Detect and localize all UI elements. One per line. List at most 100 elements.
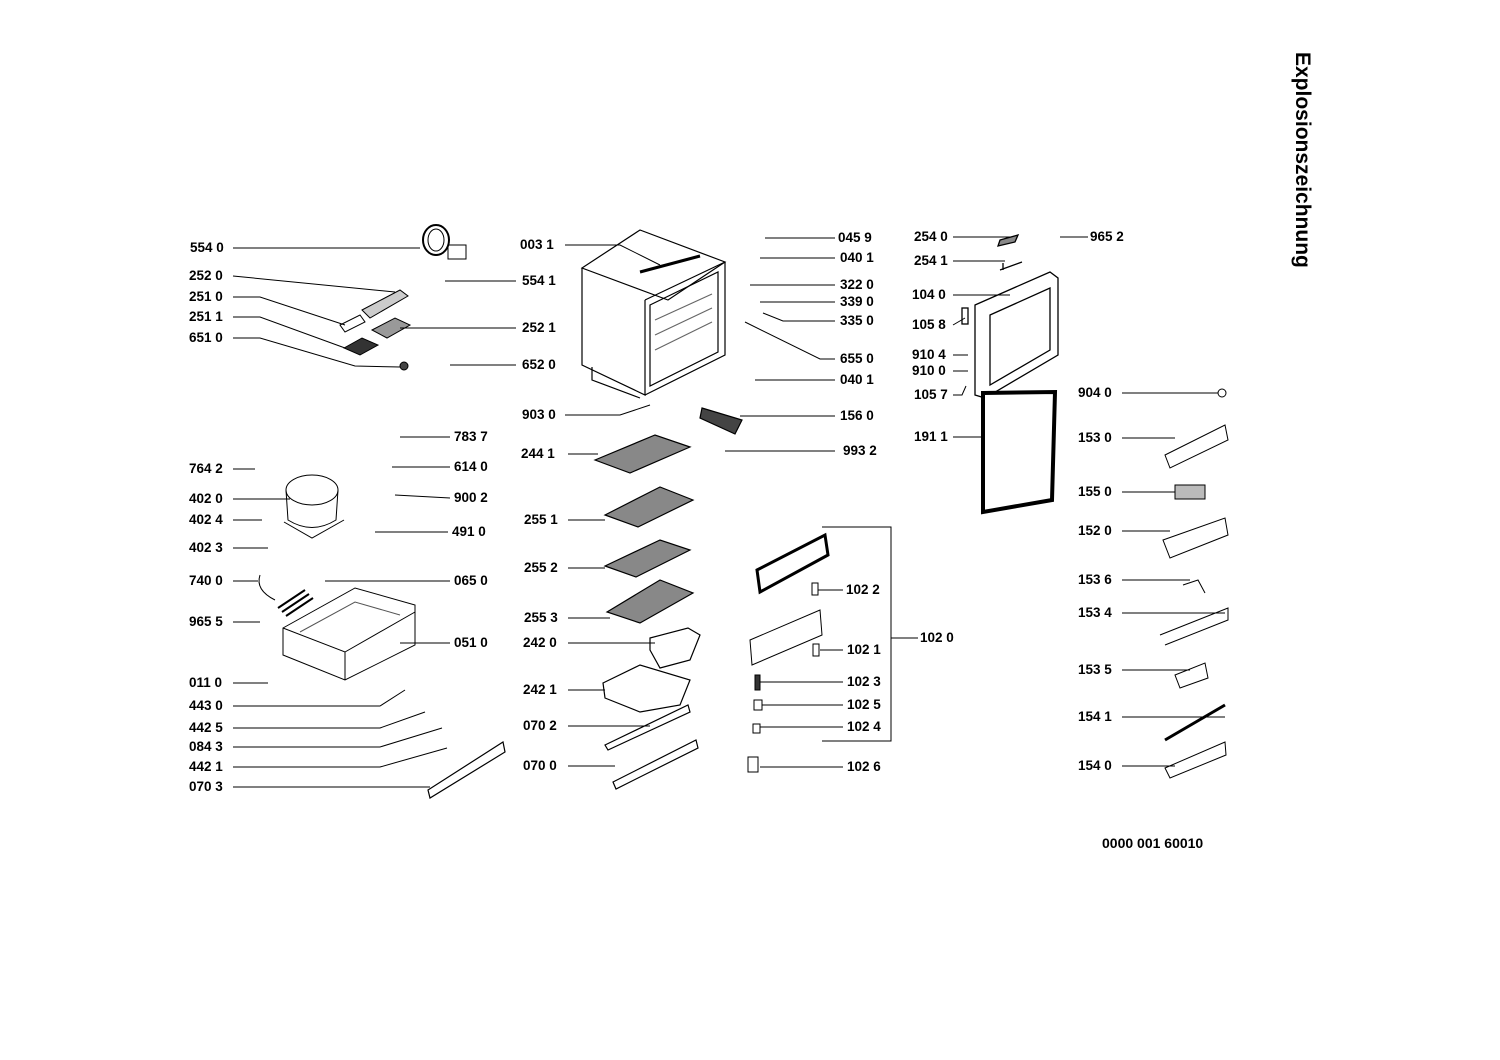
part-number-label: 152 0	[1078, 523, 1112, 538]
part-number-label: 652 0	[522, 357, 556, 372]
leader-line	[565, 404, 651, 416]
part-number-label: 244 1	[521, 446, 555, 461]
part-number-label: 051 0	[454, 635, 488, 650]
shelves-part	[427, 407, 743, 799]
leader-line	[233, 296, 346, 326]
leader-line	[233, 747, 448, 768]
part-number-label: 154 1	[1078, 709, 1112, 724]
part-number-label: 011 0	[189, 675, 223, 690]
part-number-label: 740 0	[189, 573, 223, 588]
part-number-label: 614 0	[454, 459, 488, 474]
part-number-label: 070 2	[523, 718, 557, 733]
part-number-label: 154 0	[1078, 758, 1112, 773]
part-number-label: 402 3	[189, 540, 223, 555]
part-number-label: 252 0	[189, 268, 223, 283]
part-number-label: 339 0	[840, 294, 874, 309]
part-number-label: 105 7	[914, 387, 948, 402]
leader-line	[952, 317, 966, 326]
part-number-label: 491 0	[452, 524, 486, 539]
part-number-label: 554 1	[522, 273, 556, 288]
door-part	[961, 234, 1059, 515]
part-number-label: 655 0	[840, 351, 874, 366]
compressor-part	[283, 474, 345, 539]
part-number-label: 904 0	[1078, 385, 1112, 400]
door-bins-part	[1159, 388, 1229, 779]
part-number-label: 903 0	[522, 407, 556, 422]
drawer-front-part	[747, 532, 830, 773]
fan-part	[422, 224, 467, 260]
part-number-label: 402 4	[189, 512, 223, 527]
control-housing-part	[339, 289, 412, 371]
part-number-label: 255 1	[524, 512, 558, 527]
leader-line	[953, 385, 967, 396]
part-number-label: 251 0	[189, 289, 223, 304]
part-number-label: 443 0	[189, 698, 223, 713]
part-number-label: 965 5	[189, 614, 223, 629]
part-number-label: 335 0	[840, 313, 874, 328]
drawing-number: 0000 001 60010	[1102, 835, 1204, 851]
part-number-label: 910 0	[912, 363, 946, 378]
drawing-title: Explosionszeichnung	[1291, 52, 1314, 268]
part-number-label: 105 8	[912, 317, 946, 332]
part-number-label: 242 0	[523, 635, 557, 650]
part-number-label: 070 0	[523, 758, 557, 773]
leader-line	[232, 275, 396, 293]
part-number-label: 102 6	[847, 759, 881, 774]
part-number-label: 255 2	[524, 560, 558, 575]
part-number-label: 251 1	[189, 309, 223, 324]
part-number-label: 402 0	[189, 491, 223, 506]
part-number-label: 322 0	[840, 277, 874, 292]
part-number-label: 965 2	[1090, 229, 1124, 244]
leader-line	[822, 526, 892, 742]
part-number-label: 065 0	[454, 573, 488, 588]
leader-line	[394, 494, 451, 499]
leader-lines	[232, 236, 1225, 788]
part-number-label: 442 1	[189, 759, 223, 774]
part-number-label: 102 5	[847, 697, 881, 712]
part-number-label: 153 4	[1078, 605, 1112, 620]
leader-line	[233, 316, 346, 349]
part-number-label: 554 0	[190, 240, 224, 255]
part-number-label: 156 0	[840, 408, 874, 423]
part-number-label: 102 1	[847, 642, 881, 657]
part-number-label: 102 3	[847, 674, 881, 689]
part-number-label: 651 0	[189, 330, 223, 345]
leader-line	[762, 312, 835, 322]
part-number-label: 102 2	[846, 582, 880, 597]
part-number-label: 155 0	[1078, 484, 1112, 499]
part-number-label: 003 1	[520, 237, 554, 252]
part-number-label: 764 2	[189, 461, 223, 476]
part-number-label: 783 7	[454, 429, 488, 444]
part-number-label: 242 1	[523, 682, 557, 697]
part-number-label: 993 2	[843, 443, 877, 458]
leader-line	[233, 711, 426, 729]
leader-line	[233, 727, 443, 748]
cabinet-part	[580, 229, 727, 399]
base-tray-part	[282, 587, 416, 681]
part-number-label: 252 1	[522, 320, 556, 335]
part-number-label: 102 4	[847, 719, 881, 734]
part-number-label: 910 4	[912, 347, 946, 362]
part-number-label: 104 0	[912, 287, 946, 302]
part-number-label: 040 1	[840, 372, 874, 387]
leader-line	[565, 244, 661, 266]
part-number-label: 191 1	[914, 429, 948, 444]
part-number-label: 102 0	[920, 630, 954, 645]
part-number-label: 070 3	[189, 779, 223, 794]
part-number-label: 153 0	[1078, 430, 1112, 445]
part-number-label: 153 5	[1078, 662, 1112, 677]
part-number-label: 254 0	[914, 229, 948, 244]
condenser-coil-part	[258, 574, 314, 617]
leader-line	[744, 321, 835, 360]
part-number-label: 045 9	[838, 230, 872, 245]
part-number-label: 255 3	[524, 610, 558, 625]
part-number-label: 153 6	[1078, 572, 1112, 587]
part-number-label: 254 1	[914, 253, 948, 268]
part-number-label: 442 5	[189, 720, 223, 735]
part-number-label: 040 1	[840, 250, 874, 265]
part-number-label: 084 3	[189, 739, 223, 754]
part-number-label: 900 2	[454, 490, 488, 505]
leader-line	[233, 689, 406, 707]
